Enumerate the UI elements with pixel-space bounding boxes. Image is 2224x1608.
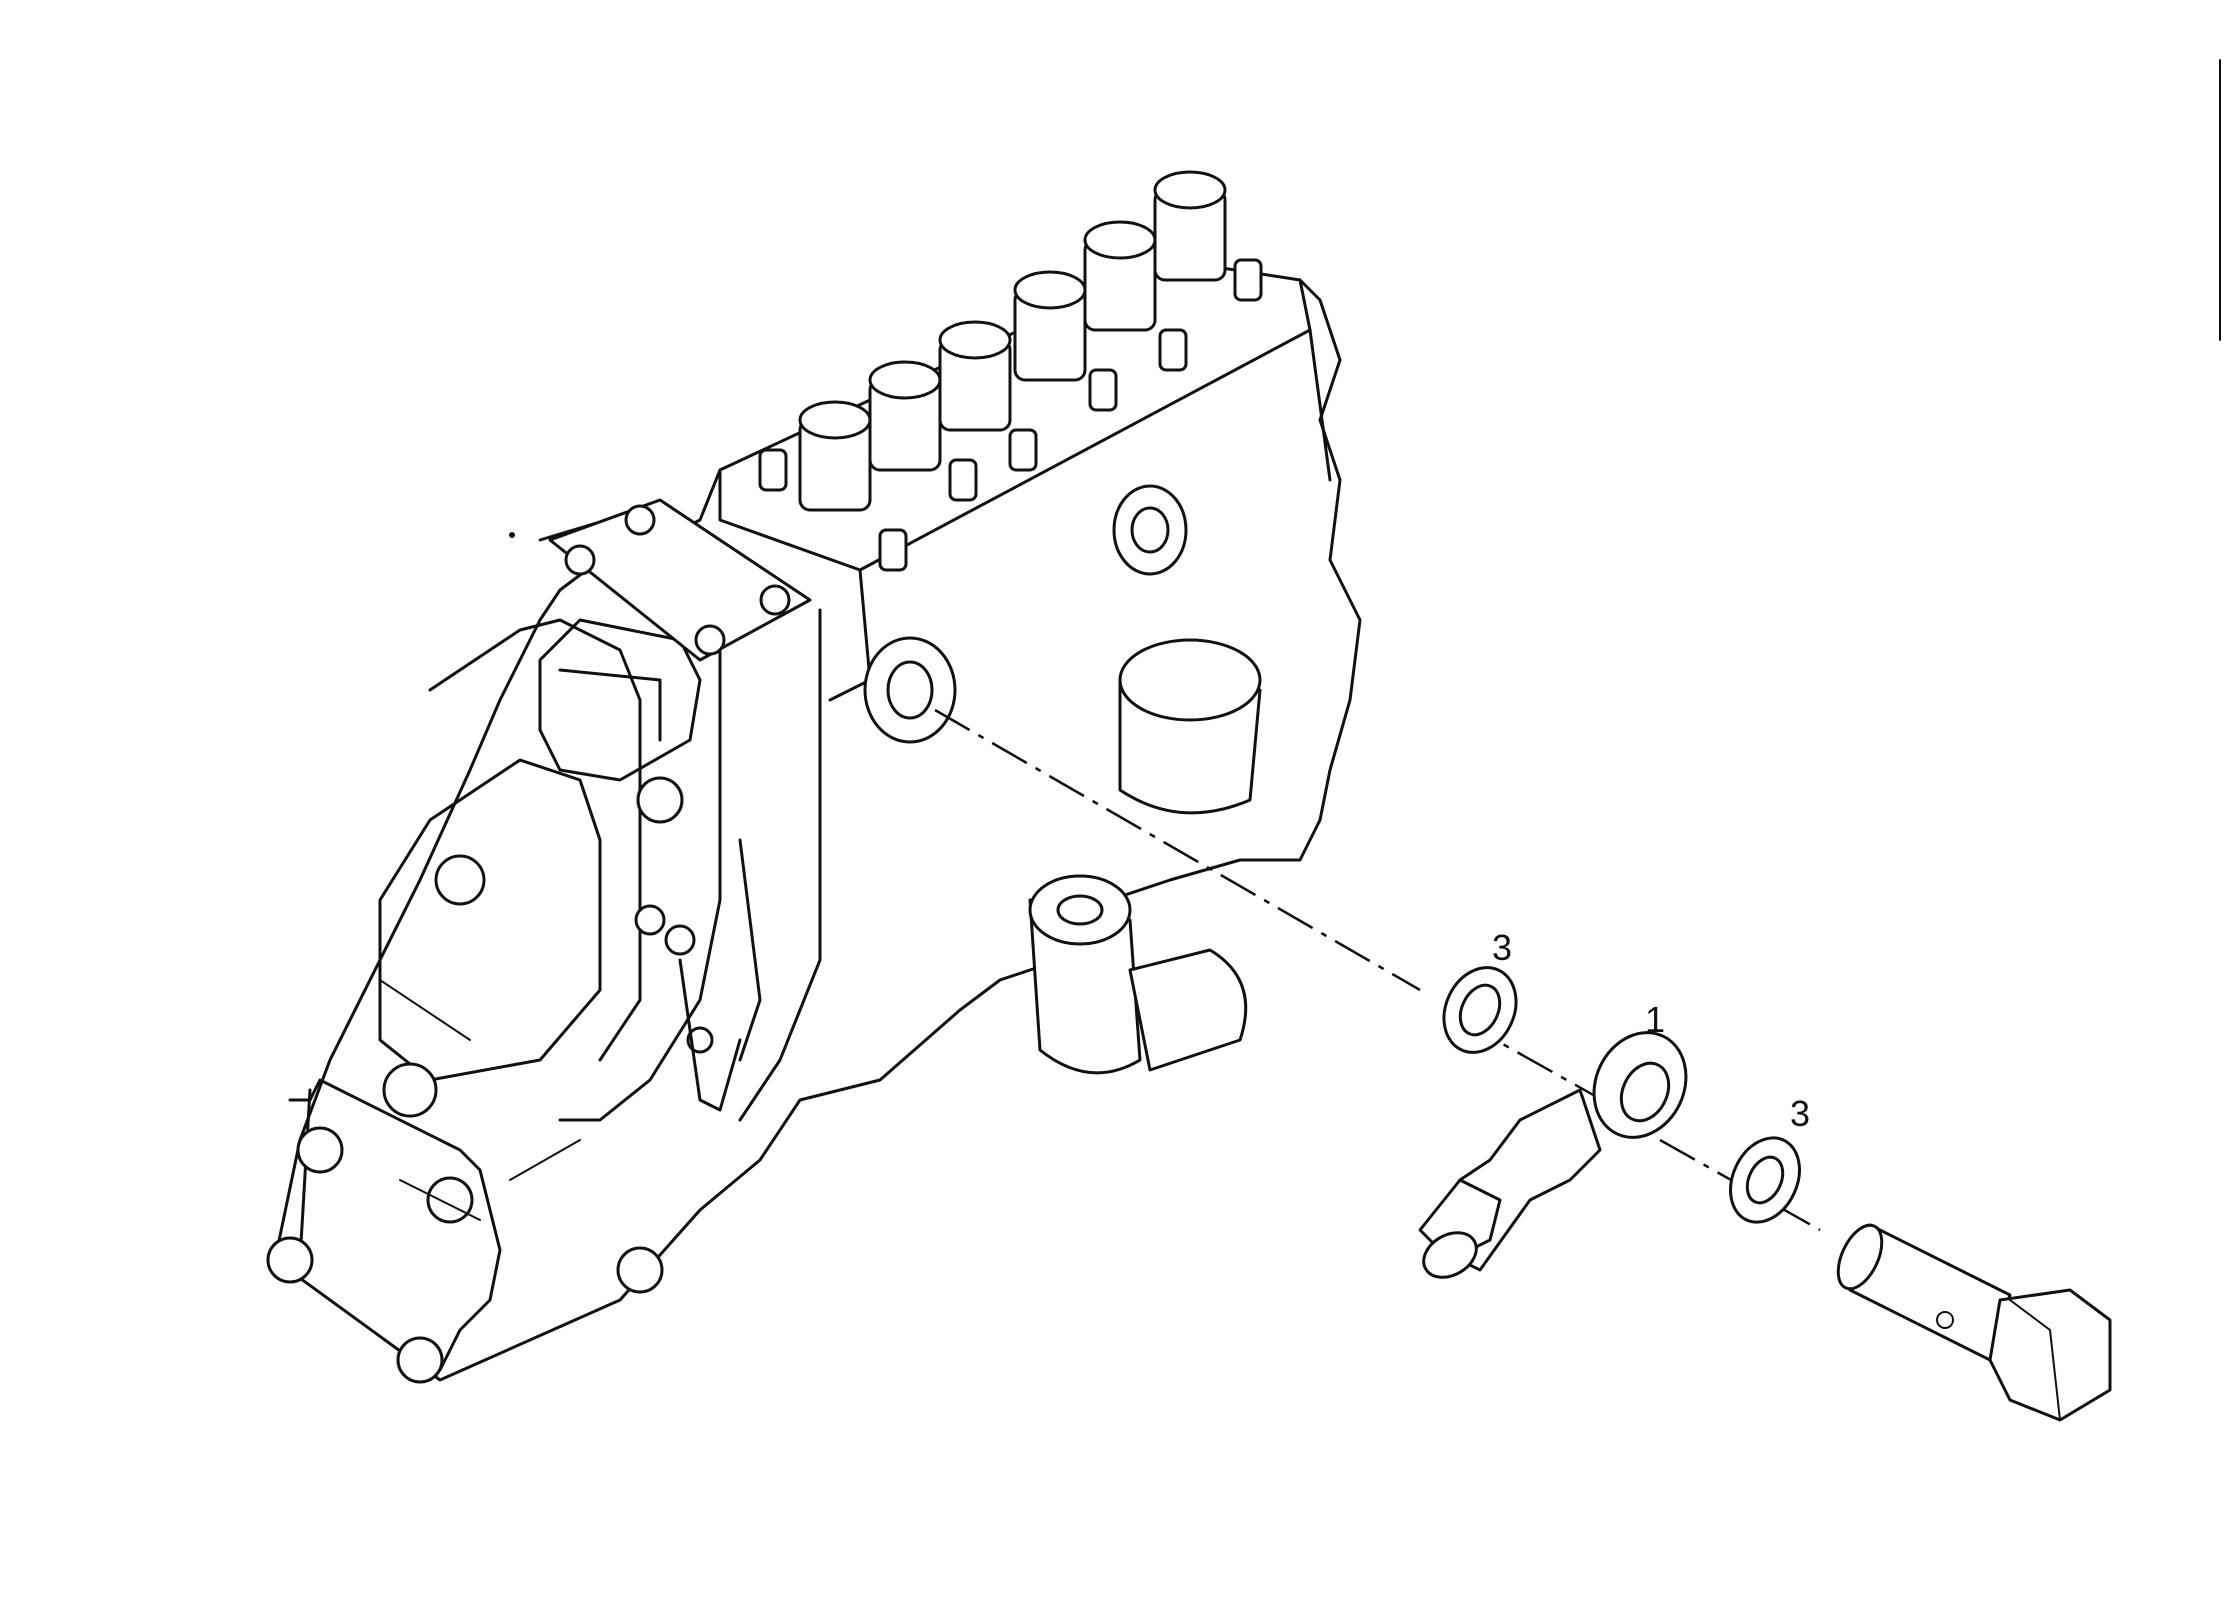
sealing-washer-top	[1442, 966, 1518, 1054]
banjo-bolt	[1836, 1223, 2112, 1422]
callout-banjo-fitting: 1	[1645, 999, 1665, 1040]
delivery-valves	[798, 170, 1227, 512]
sealing-washer-bottom	[1729, 1136, 1801, 1224]
banjo-fitting	[1418, 1031, 1688, 1279]
callout-washer-bottom: 3	[1790, 1093, 1810, 1134]
studs	[758, 258, 1263, 572]
injection-pump-assembly	[266, 170, 1362, 1384]
callout-labels: 3 1 3	[1492, 927, 1810, 1134]
callout-washer-top: 3	[1492, 927, 1512, 968]
scan-dot	[509, 532, 515, 538]
bolt-heads	[266, 504, 791, 1384]
